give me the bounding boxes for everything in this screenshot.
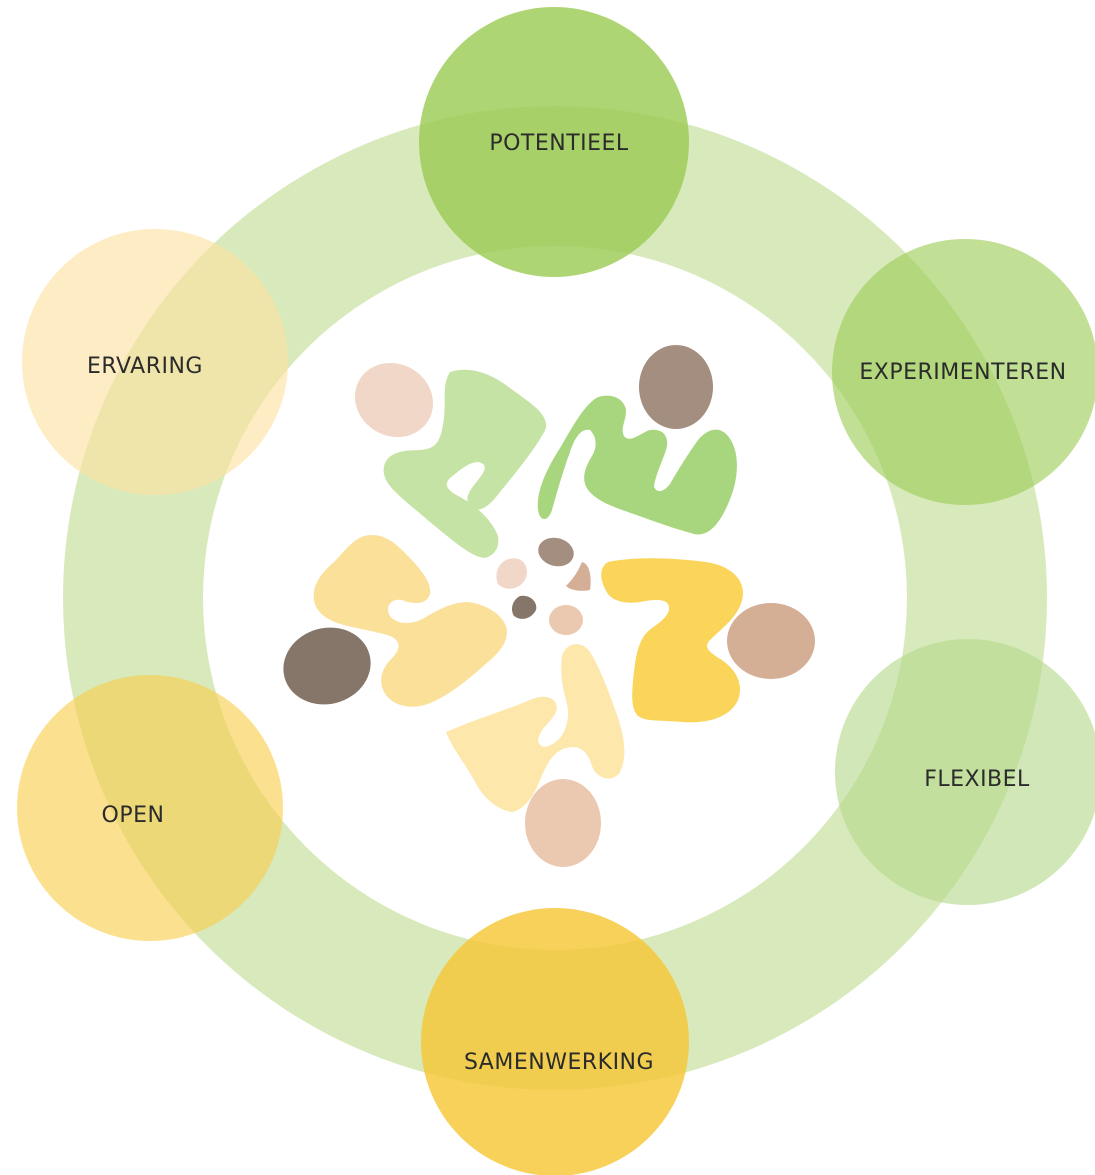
node-potentieel: POTENTIEEL xyxy=(419,7,689,277)
node-label-potentieel: POTENTIEEL xyxy=(489,131,629,156)
node-label-experimenteren: EXPERIMENTEREN xyxy=(859,360,1066,385)
node-label-flexibel: FLEXIBEL xyxy=(924,767,1030,792)
person-figure-yellow xyxy=(601,558,815,723)
node-samenwerking: SAMENWERKING xyxy=(421,908,689,1175)
person-figure-light-green xyxy=(354,362,547,558)
group-of-people-circle-icon xyxy=(283,345,815,867)
node-experimenteren: EXPERIMENTEREN xyxy=(832,239,1095,505)
node-label-samenwerking: SAMENWERKING xyxy=(464,1050,654,1075)
node-label-open: OPEN xyxy=(102,803,165,828)
node-label-ervaring: ERVARING xyxy=(87,354,203,379)
node-open: OPEN xyxy=(17,675,283,941)
node-flexibel: FLEXIBEL xyxy=(835,639,1095,905)
person-figure-light-yellow xyxy=(446,644,625,867)
person-figure-green xyxy=(537,345,737,535)
center-cluster xyxy=(496,537,591,635)
node-ervaring: ERVARING xyxy=(22,229,288,495)
person-figure-pale-yellow xyxy=(283,534,507,707)
